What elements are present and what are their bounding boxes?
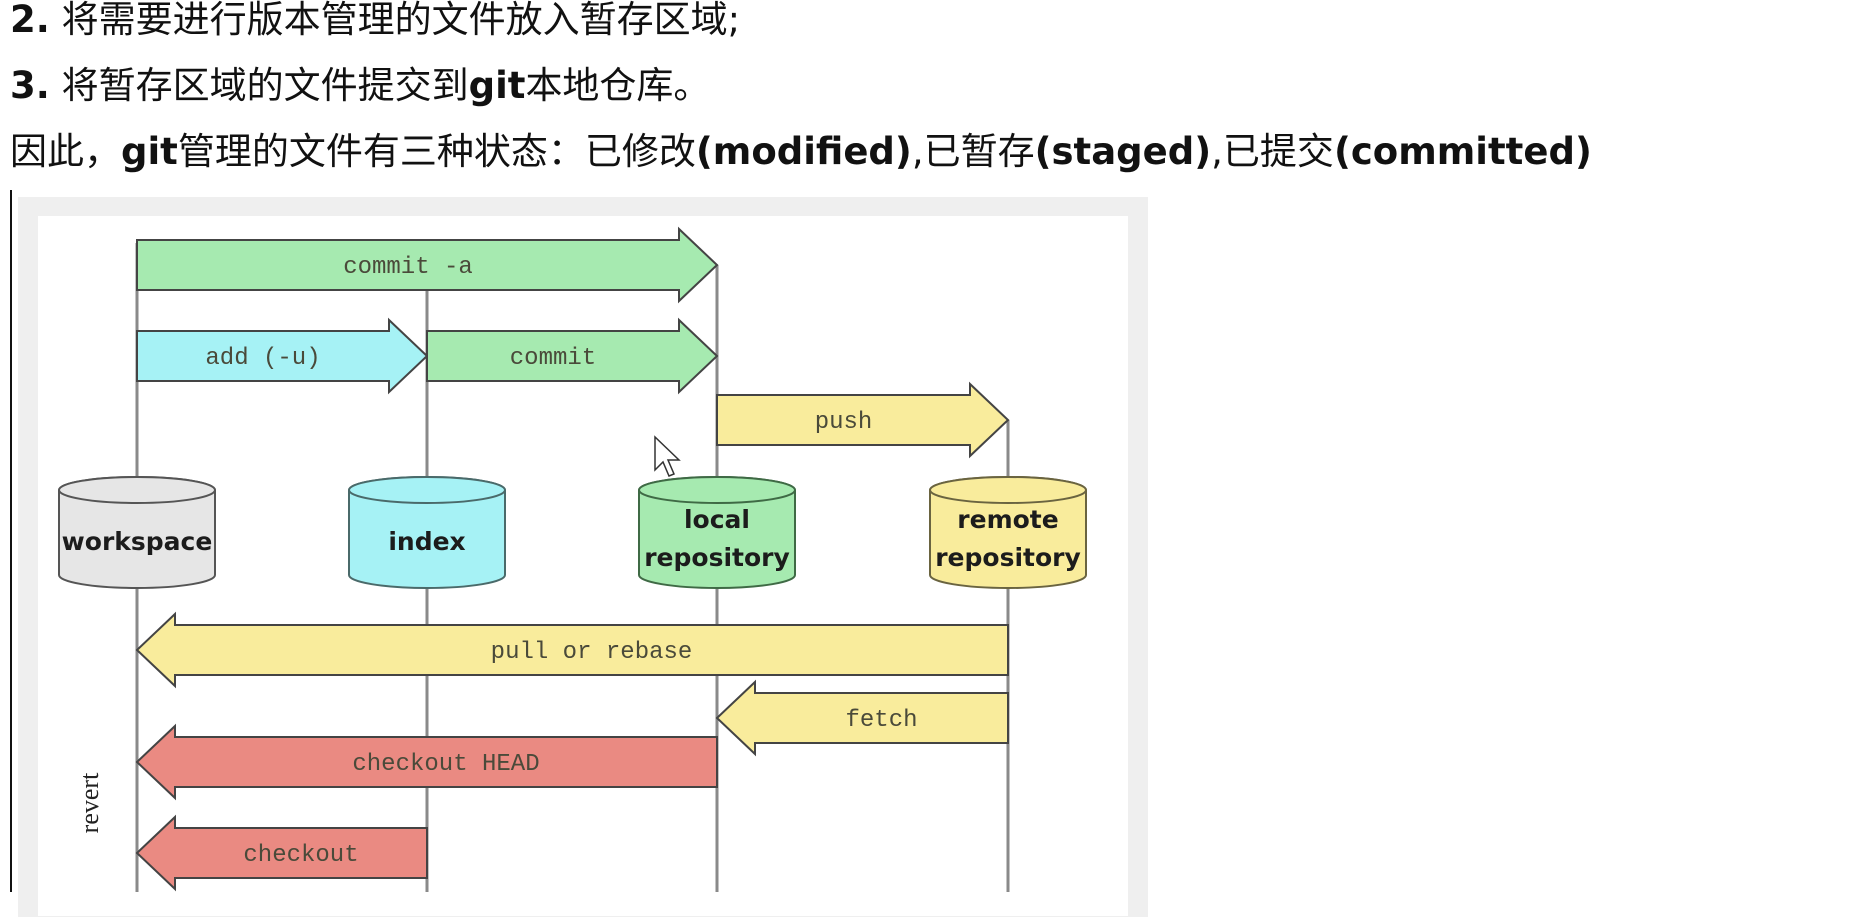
step-2-text: 2. 将需要进行版本管理的文件放入暂存区域;: [10, 0, 740, 42]
repo-cylinder-local: local repository: [638, 476, 796, 589]
mouse-pointer-icon: [654, 435, 681, 477]
repo-label: local: [684, 505, 750, 534]
arrow-add-u-: add (-u): [136, 317, 429, 395]
arrow-pull-or-rebase: pull or rebase: [135, 611, 1009, 689]
arrow-shape: [135, 723, 718, 801]
text-cursor-bar: [10, 190, 12, 892]
state-committed: (committed): [1333, 130, 1592, 173]
arrow-label: checkout: [243, 842, 358, 869]
step-3-git: git: [468, 64, 526, 107]
arrow-push: push: [716, 381, 1010, 459]
arrow-commit-a: commit -a: [136, 226, 719, 304]
arrow-checkout-head: checkout HEAD: [135, 723, 718, 801]
arrow-label: fetch: [845, 707, 917, 734]
arrow-checkout: checkout: [135, 814, 428, 892]
repo-label: index: [388, 527, 465, 556]
step-2-number: 2.: [10, 0, 50, 41]
cylinder-top: [58, 476, 216, 504]
arrow-shape: [716, 381, 1010, 459]
arrow-commit: commit: [426, 317, 719, 395]
arrow-shape: [135, 611, 1009, 689]
repo-cylinder-index: index: [348, 476, 506, 589]
step-3-text: 3. 将暂存区域的文件提交到git本地仓库。: [10, 64, 710, 108]
arrow-label: checkout HEAD: [352, 751, 539, 778]
arrow-label: commit: [510, 345, 596, 372]
repo-label: repository: [935, 543, 1081, 572]
summary-prefix: 因此，: [10, 130, 121, 173]
arrow-label: pull or rebase: [491, 639, 693, 666]
repo-cylinder-workspace: workspace: [58, 476, 216, 589]
cylinder-top: [929, 476, 1087, 504]
git-workflow-diagram: commit -a add (-u) commit push pull or rebas…: [58, 226, 1087, 892]
summary-git: git: [121, 130, 178, 173]
repo-cylinder-remote: remote repository: [929, 476, 1087, 589]
arrow-shape: [715, 679, 1009, 757]
arrow-shape: [426, 317, 719, 395]
summary-sep-1: ,已暂存: [911, 130, 1035, 173]
step-3-body-a: 将暂存区域的文件提交到: [49, 64, 469, 107]
summary-sep-2: ,已提交: [1211, 130, 1334, 173]
cylinder-top: [638, 476, 796, 504]
revert-label: revert: [75, 772, 104, 833]
repo-label: repository: [644, 543, 790, 572]
state-staged: (staged): [1034, 130, 1212, 173]
state-modified: (modified): [695, 130, 912, 173]
arrow-label: push: [815, 409, 873, 436]
summary-mid: 管理的文件有三种状态：已修改: [177, 130, 696, 173]
cylinder-top: [348, 476, 506, 504]
arrow-shape: [136, 317, 429, 395]
step-2-body: 将需要进行版本管理的文件放入暂存区域;: [49, 0, 741, 41]
repo-label: workspace: [62, 527, 213, 556]
states-summary-text: 因此，git管理的文件有三种状态：已修改(modified),已暂存(stage…: [10, 130, 1592, 174]
step-3-body-b: 本地仓库。: [525, 64, 711, 107]
arrow-shape: [136, 226, 719, 304]
arrow-label: commit -a: [343, 254, 473, 281]
repo-label: remote: [957, 505, 1058, 534]
arrow-shape: [135, 814, 428, 892]
arrow-fetch: fetch: [715, 679, 1009, 757]
step-3-number: 3.: [10, 64, 50, 107]
arrow-label: add (-u): [205, 345, 320, 372]
